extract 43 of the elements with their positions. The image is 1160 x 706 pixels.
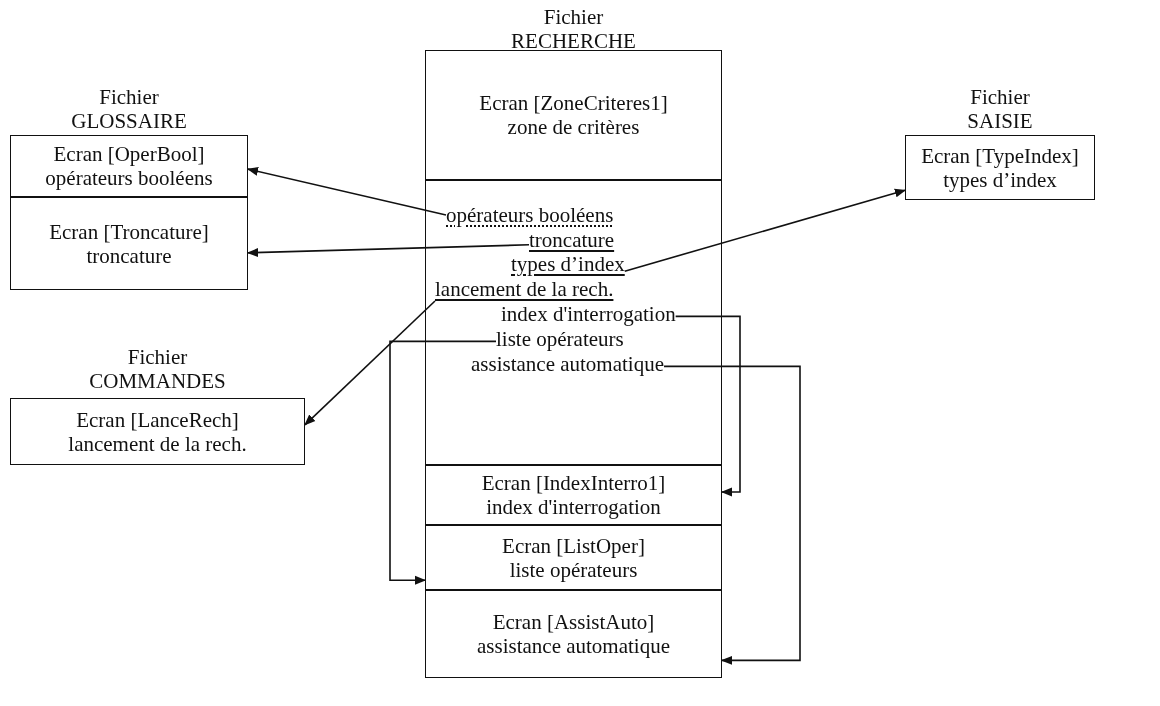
- screen-name: Ecran [OperBool]: [53, 142, 205, 166]
- menu-item: index d'interrogation: [501, 302, 676, 326]
- screen-name: Ecran [LanceRech]: [76, 407, 239, 432]
- screen-description: lancement de la rech.: [68, 431, 247, 456]
- arrow: [389, 340, 497, 585]
- menu-item: opérateurs booléens: [446, 203, 614, 227]
- screen-name: Ecran [AssistAuto]: [492, 610, 655, 634]
- arrow: [623, 188, 907, 272]
- screen-box: [425, 590, 722, 678]
- arrow: [304, 300, 436, 426]
- arrow: [663, 365, 801, 665]
- menu-item: types d’index: [511, 252, 625, 276]
- screen-description: assistance automatique: [477, 634, 670, 658]
- menu-item: lancement de la rech.: [435, 277, 614, 301]
- screen-box: [905, 135, 1095, 200]
- screen-description: zone de critères: [507, 115, 640, 139]
- menu-item: assistance automatique: [471, 352, 665, 376]
- menu-item: troncature: [529, 228, 615, 252]
- arrow: [674, 315, 741, 497]
- screen-name: Ecran [ZoneCriteres1]: [479, 91, 668, 115]
- file-title: Fichier SAISIE: [967, 85, 1033, 133]
- menu-panel: [425, 180, 722, 465]
- arrow: [246, 244, 530, 257]
- screen-description: opérateurs booléens: [45, 166, 213, 190]
- menu-item: liste opérateurs: [496, 327, 624, 351]
- screen-description: troncature: [86, 243, 172, 268]
- screen-description: index d'interrogation: [486, 495, 661, 519]
- file-title: Fichier COMMANDES: [89, 345, 226, 393]
- screen-name: Ecran [IndexInterro1]: [481, 471, 666, 495]
- screen-box: [425, 465, 722, 525]
- screen-name: Ecran [Troncature]: [49, 219, 209, 244]
- file-title: Fichier RECHERCHE: [511, 5, 636, 53]
- file-title: Fichier GLOSSAIRE: [71, 85, 187, 133]
- screen-name: Ecran [TypeIndex]: [921, 143, 1079, 168]
- screen-description: types d’index: [943, 167, 1057, 192]
- screen-box: [10, 197, 248, 290]
- screen-box: [425, 50, 722, 180]
- screen-name: Ecran [ListOper]: [502, 533, 645, 558]
- screen-box: [10, 135, 248, 197]
- screen-description: liste opérateurs: [509, 557, 638, 582]
- arrow: [246, 167, 447, 216]
- screen-box: [10, 398, 305, 465]
- screen-box: [425, 525, 722, 590]
